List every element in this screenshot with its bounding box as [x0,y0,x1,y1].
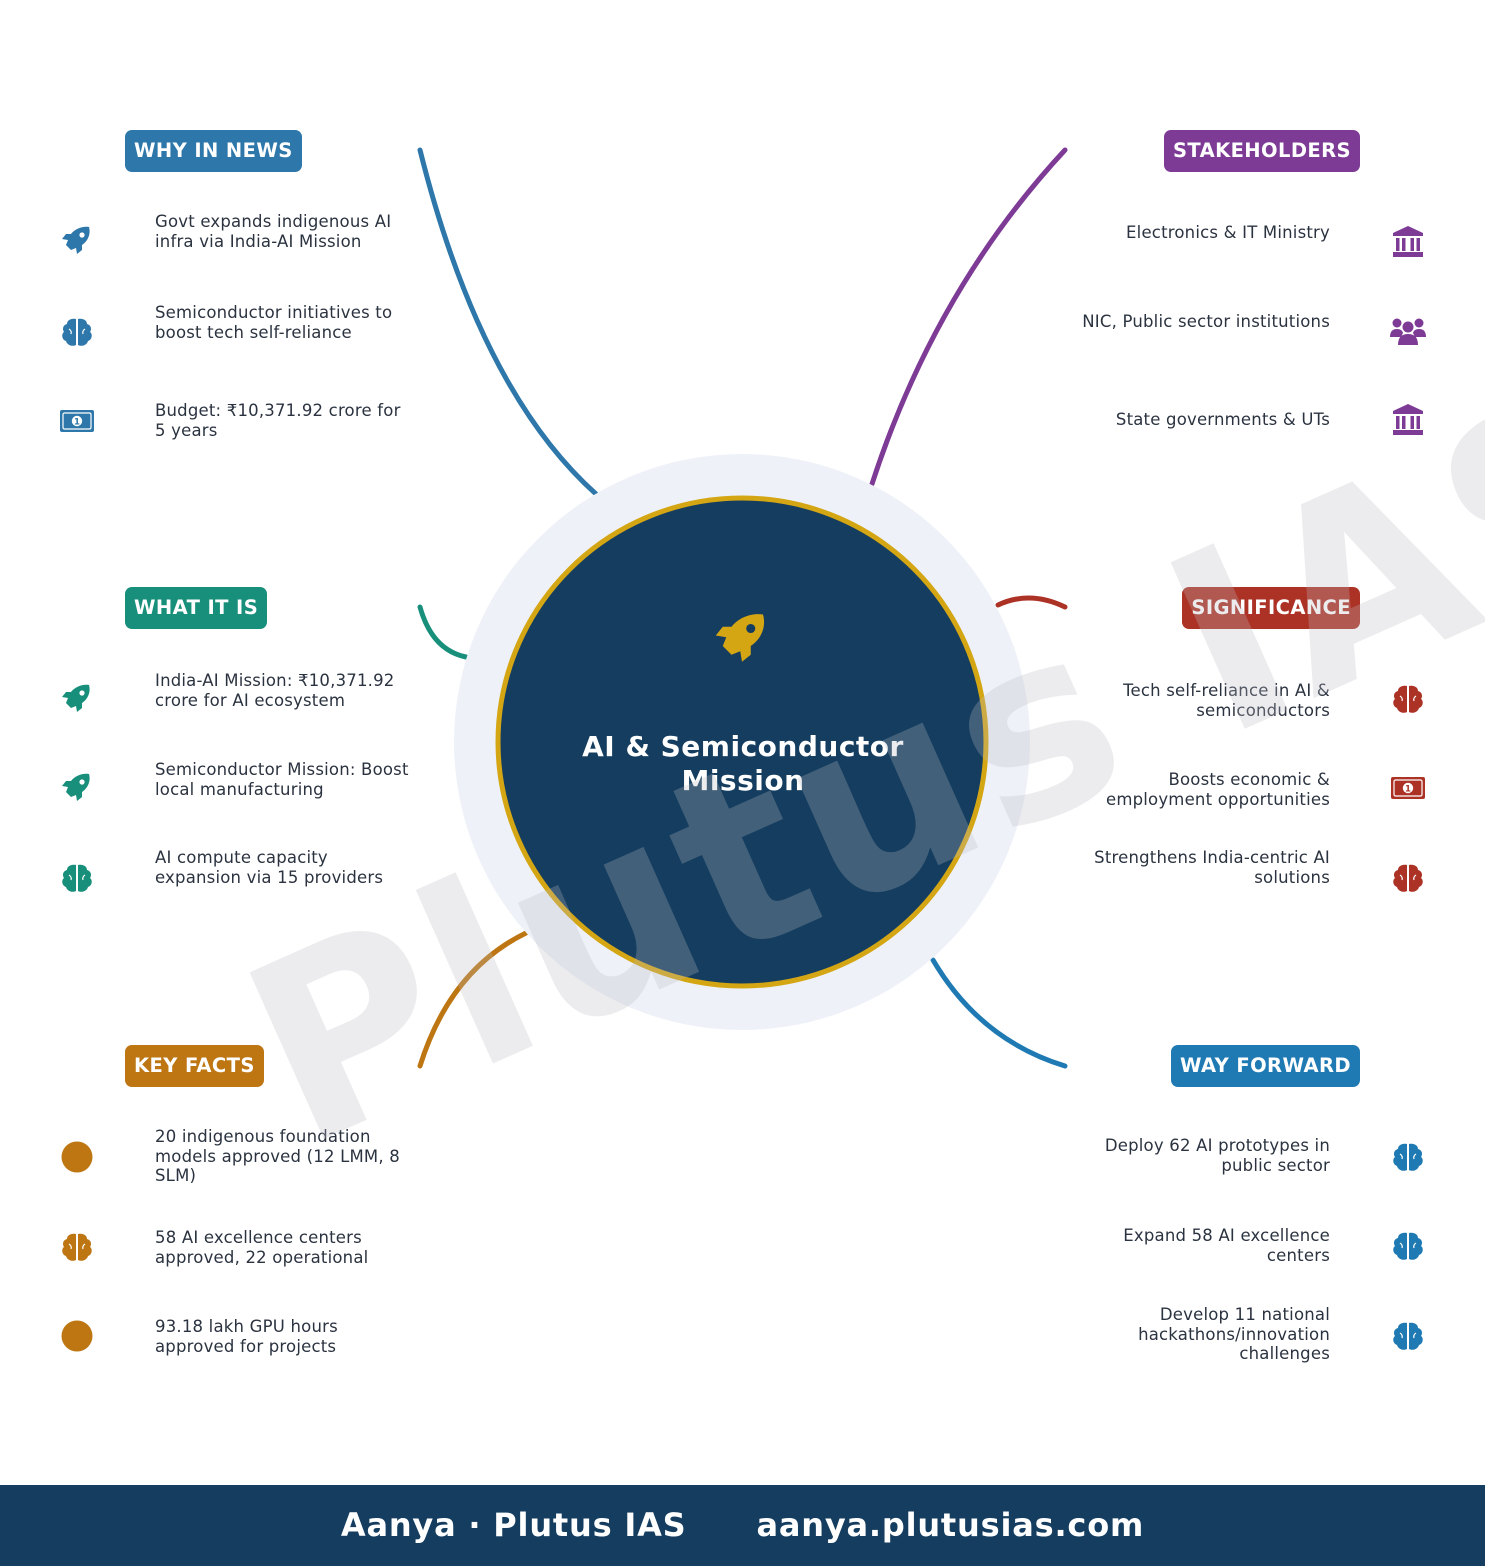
svg-text:1: 1 [74,417,80,427]
significance-item-1: Tech self-reliance in AI & semiconductor… [1123,681,1330,720]
center-title: AI & Semiconductor Mission [582,730,904,797]
key-facts-item-3: 93.18 lakh GPU hours approved for projec… [155,1317,338,1356]
what-it-is-item-1-icon [57,679,97,719]
what-it-is-item-3-icon [57,858,97,898]
center-node [495,495,989,989]
significance-item-1-icon [1388,679,1428,719]
connector-stakeholders [869,147,1068,487]
badge-what-it-is: WHAT IT IS [125,587,268,629]
connector-what-it-is [417,604,469,660]
connector-why-in-news [417,147,599,497]
footer-bar: Aanya · Plutus IAS aanya.plutusias.com [0,1485,1485,1566]
why-in-news-item-2: Semiconductor initiatives to boost tech … [155,303,393,342]
way-forward-item-3-icon [1388,1316,1428,1356]
stakeholders-item-2: NIC, Public sector institutions [1082,312,1330,331]
significance-item-2-icon: 1 [1388,768,1428,808]
stakeholders-item-3-icon [1388,400,1428,440]
connector-key-facts [417,930,529,1069]
key-facts-item-1-icon [57,1137,97,1177]
why-in-news-item-1: Govt expands indigenous AI infra via Ind… [155,212,392,251]
key-facts-item-2: 58 AI excellence centers approved, 22 op… [155,1228,369,1267]
stakeholders-item-3: State governments & UTs [1115,410,1330,429]
stakeholders-item-1: Electronics & IT Ministry [1126,223,1330,242]
way-forward-item-3: Develop 11 national hackathons/innovatio… [1138,1305,1330,1363]
badge-way-forward: WAY FORWARD [1170,1045,1360,1087]
why-in-news-item-2-icon [57,312,97,352]
center-rocket-icon [707,604,777,674]
significance-item-2: Boosts economic & employment opportuniti… [1105,770,1330,809]
badge-key-facts: KEY FACTS [125,1045,264,1087]
significance-item-3-icon [1388,858,1428,898]
svg-text:1: 1 [1405,784,1411,794]
what-it-is-item-2-icon [57,768,97,808]
why-in-news-item-3-icon: 1 [57,401,97,441]
badge-why-in-news: WHY IN NEWS [125,130,302,172]
key-facts-item-2-icon [57,1227,97,1267]
badge-stakeholders: STAKEHOLDERS [1163,130,1360,172]
connector-way-forward [930,957,1068,1069]
what-it-is-item-2: Semiconductor Mission: Boost local manuf… [155,760,409,799]
way-forward-item-2-icon [1388,1226,1428,1266]
way-forward-item-1: Deploy 62 AI prototypes in public sector [1104,1136,1330,1175]
what-it-is-item-3: AI compute capacity expansion via 15 pro… [155,848,384,887]
connector-significance [995,595,1068,610]
mind-map-graphics [417,147,1068,1069]
stakeholders-item-2-icon [1388,311,1428,351]
stakeholders-item-1-icon [1388,222,1428,262]
key-facts-item-1: 20 indigenous foundation models approved… [155,1127,400,1185]
significance-item-3: Strengthens India-centric AI solutions [1094,848,1330,887]
footer-url[interactable]: aanya.plutusias.com [756,1506,1145,1544]
way-forward-item-1-icon [1388,1137,1428,1177]
what-it-is-item-1: India-AI Mission: ₹10,371.92 crore for A… [155,671,395,710]
key-facts-item-3-icon [57,1316,97,1356]
footer-brand: Aanya · Plutus IAS [340,1506,687,1544]
why-in-news-item-1-icon [57,221,97,261]
badge-significance: SIGNIFICANCE [1182,587,1360,629]
why-in-news-item-3: Budget: ₹10,371.92 crore for 5 years [155,401,401,440]
mind-map [417,147,1068,1069]
way-forward-item-2: Expand 58 AI excellence centers [1123,1226,1330,1265]
